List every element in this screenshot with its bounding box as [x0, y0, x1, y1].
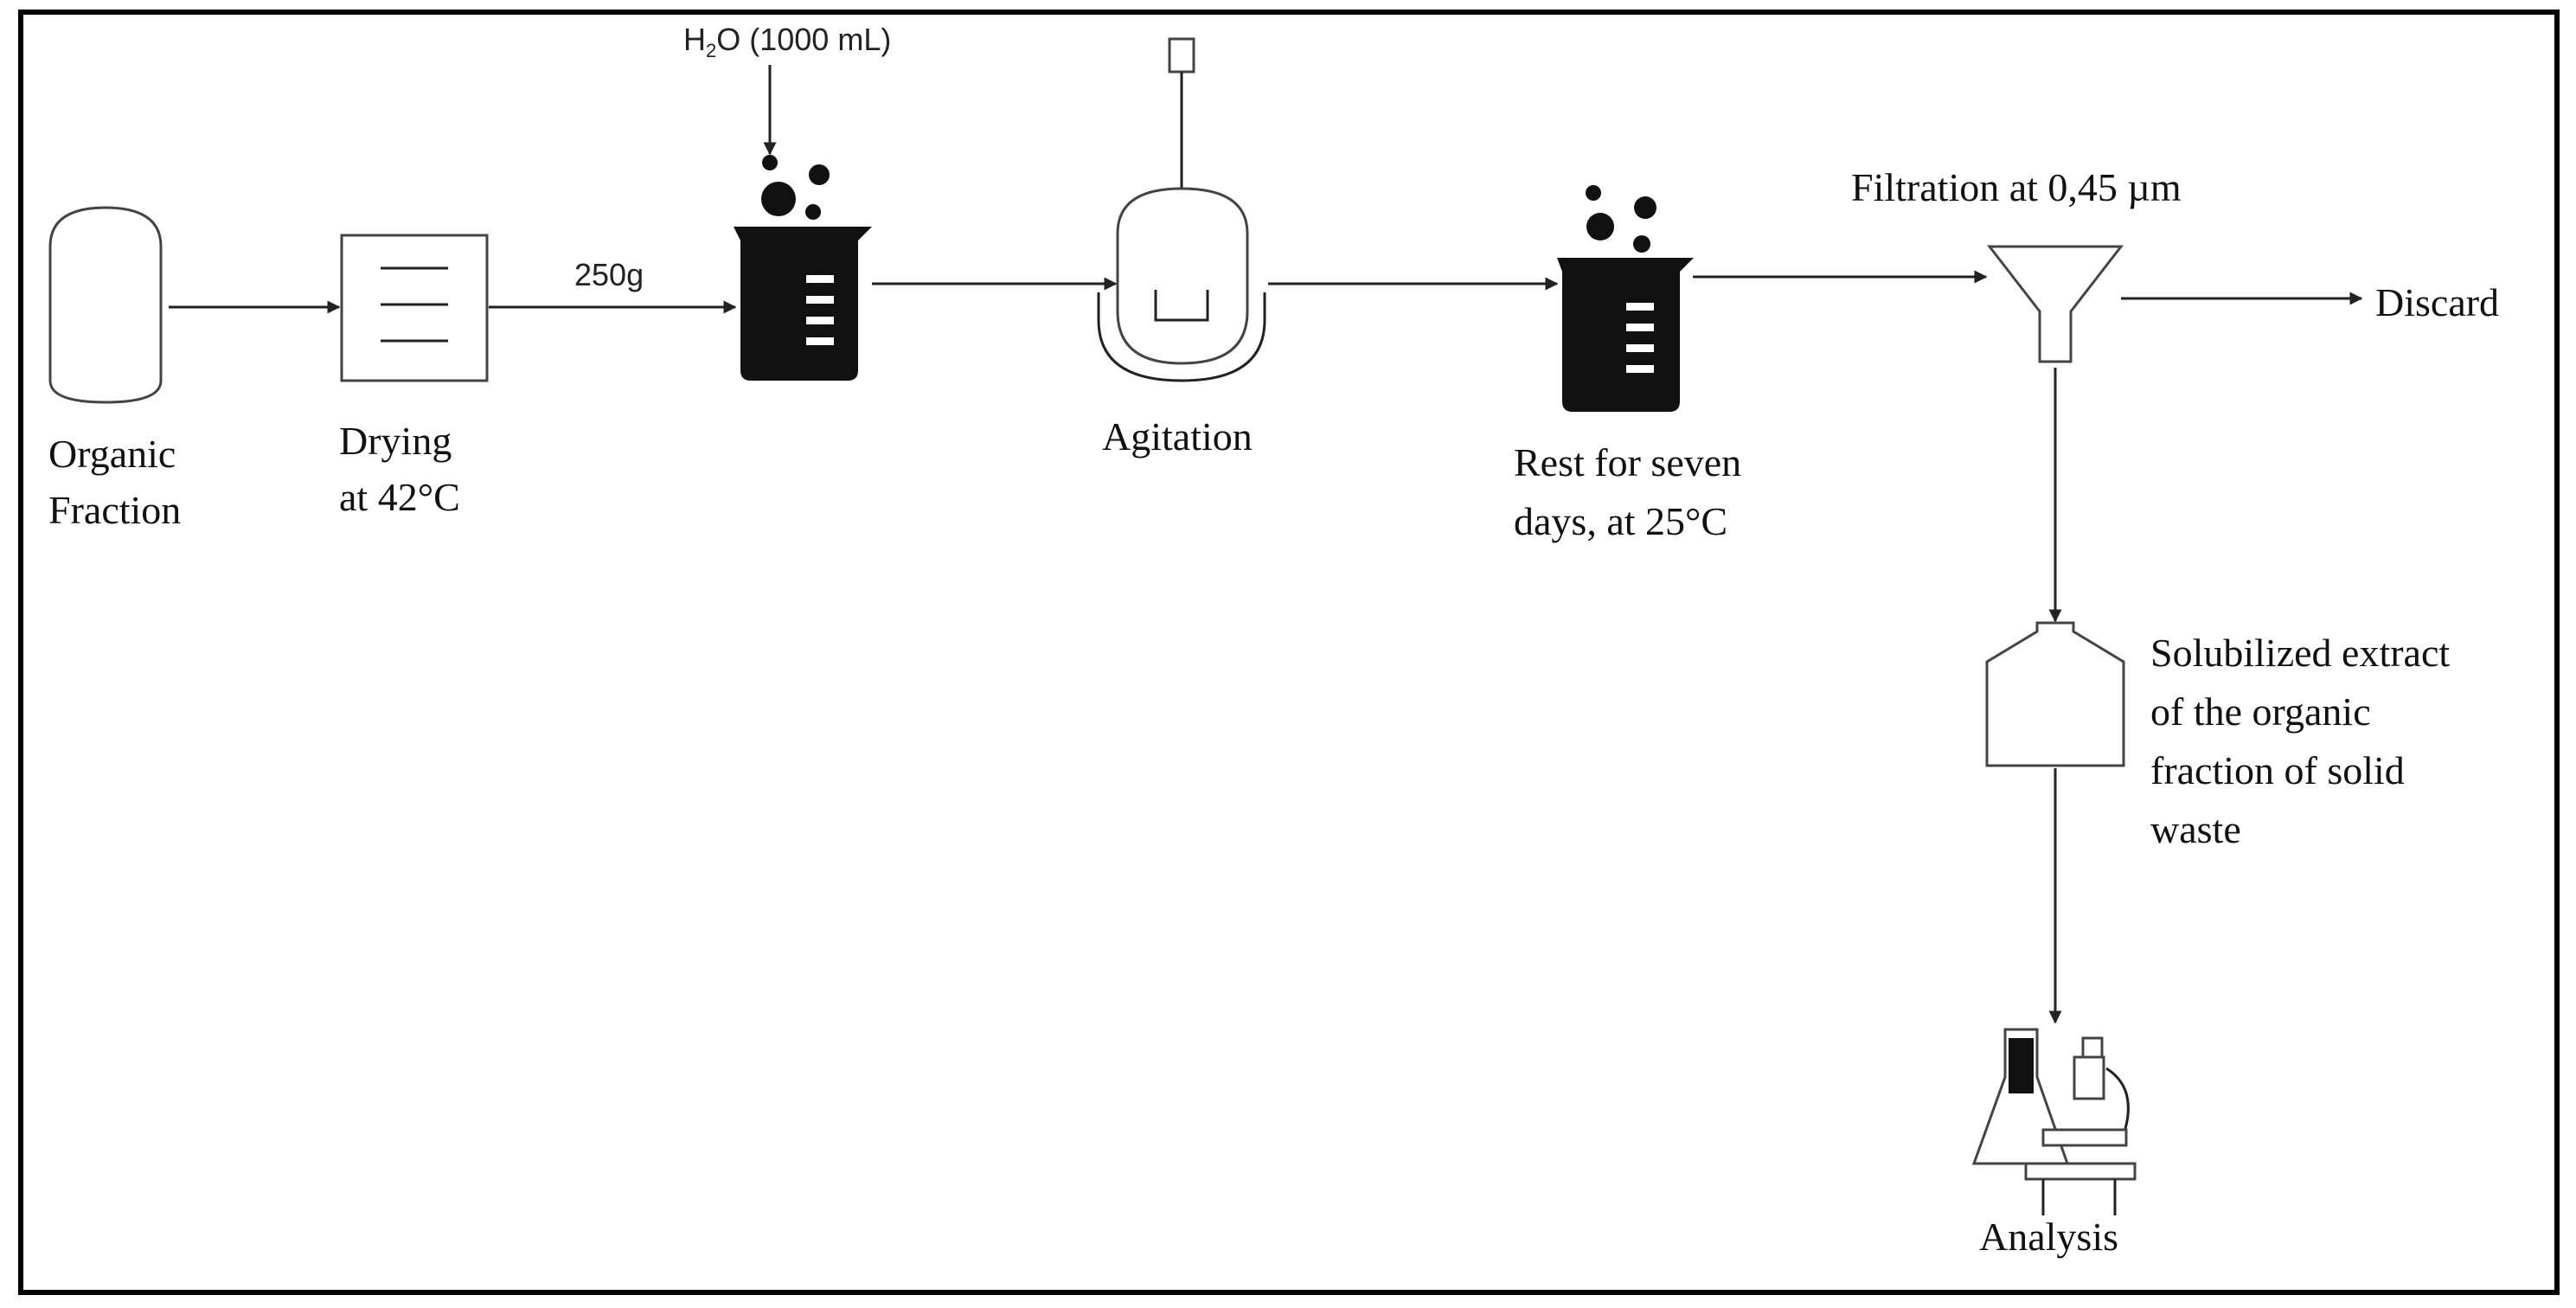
tank-icon [48, 206, 163, 404]
water-label: H2O (1000 mL) [683, 22, 891, 61]
rest-label-line1: Rest for seven [1514, 440, 1741, 484]
lab-flask-microscope-icon [1971, 1028, 2137, 1215]
reactor-icon [1097, 37, 1266, 382]
amount-label: 250g [574, 257, 644, 292]
filtration-label: Filtration at 0,45 µm [1851, 165, 2182, 209]
funnel-icon [1986, 245, 2124, 363]
agitation-label: Agitation [1102, 414, 1253, 458]
drying-label-line1: Drying [339, 419, 452, 463]
extract-label-line4: waste [2150, 807, 2241, 851]
drying-label-line2: at 42°C [339, 475, 460, 519]
flow-lines [169, 65, 2363, 1024]
extract-label-line1: Solubilized extract [2150, 631, 2450, 675]
beaker-icon [734, 155, 872, 381]
beaker-icon [1557, 185, 1694, 412]
extract-label-line3: fraction of solid [2150, 748, 2405, 792]
dryer-icon [340, 234, 489, 382]
diagram-frame [18, 10, 2560, 1295]
organic-fraction-label-line2: Fraction [48, 488, 181, 532]
rest-label-line2: days, at 25°C [1514, 499, 1727, 543]
analysis-label: Analysis [1979, 1215, 2118, 1259]
organic-fraction-label-line1: Organic [48, 432, 176, 476]
extract-label-line2: of the organic [2150, 689, 2371, 734]
discard-label: Discard [2375, 280, 2499, 324]
bottle-icon [1985, 621, 2125, 767]
